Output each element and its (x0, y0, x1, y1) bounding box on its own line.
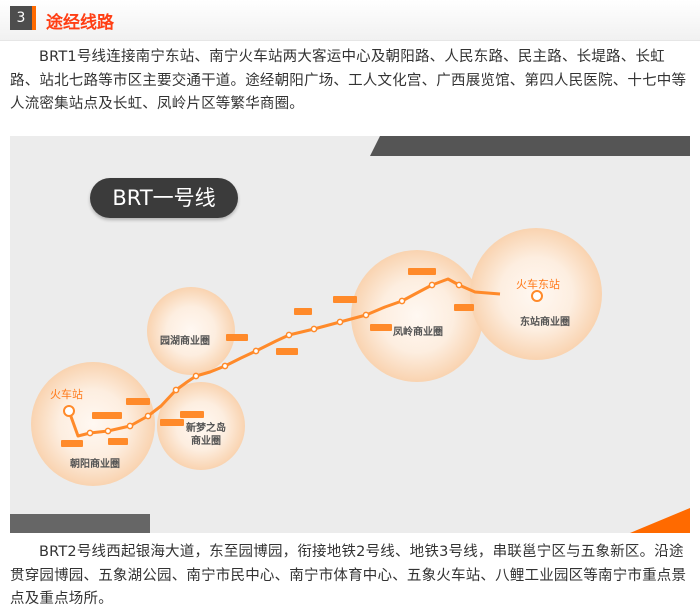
station-dot (126, 422, 134, 430)
decor-band-bottom (10, 514, 150, 533)
district-circle-yuanhu (147, 287, 235, 375)
station-dot (398, 297, 406, 305)
station-tag (126, 398, 150, 405)
station-dot (252, 347, 260, 355)
start-station-marker (63, 405, 75, 417)
section-title: 途经线路 (46, 13, 114, 33)
station-tag (294, 308, 312, 315)
station-dot (86, 429, 94, 437)
section-header: 3 途经线路 (0, 0, 700, 41)
station-tag (370, 324, 392, 331)
district-label-xinmeng: 新梦之岛商业圈 (186, 423, 226, 447)
district-circle-chaoyang (31, 362, 155, 486)
station-dot (144, 412, 152, 420)
station-dot (285, 331, 293, 339)
station-tag (180, 411, 204, 418)
station-tag (226, 334, 248, 341)
district-circle-fengling (351, 250, 483, 382)
station-dot (310, 325, 318, 333)
station-dot (221, 362, 229, 370)
station-tag (92, 412, 122, 419)
station-tag (61, 440, 83, 447)
station-tag (408, 268, 436, 275)
station-tag (454, 304, 474, 311)
district-label-yuanhu: 园湖商业圈 (160, 336, 210, 347)
station-dot (455, 281, 463, 289)
station-tag (333, 296, 357, 303)
station-dots (86, 281, 463, 437)
decor-corner-accent (630, 508, 690, 533)
station-dot (104, 427, 112, 435)
route-map-graphic (10, 136, 690, 533)
station-dot (172, 386, 180, 394)
station-dot (336, 318, 344, 326)
brt-route-map: BRT一号线 火车站 火车东站 园湖商业圈 新梦之岛商业圈 朝阳商业圈 凤岭商业… (10, 136, 690, 533)
start-station-label: 火车站 (50, 388, 83, 401)
station-tag (108, 438, 128, 445)
section-number: 3 (10, 6, 36, 30)
district-circle-xinmeng (157, 382, 245, 470)
station-dot (428, 281, 436, 289)
end-station-label: 火车东站 (516, 278, 560, 291)
route-description-brt1: BRT1号线连接南宁东站、南宁火车站两大客运中心及朝阳路、人民东路、民主路、长堤… (10, 49, 687, 112)
district-label-dongzhan: 东站商业圈 (520, 317, 570, 328)
district-label-fengling: 凤岭商业圈 (393, 327, 443, 338)
end-station-marker (531, 290, 543, 302)
station-tag (276, 348, 298, 355)
decor-band-top (370, 136, 690, 156)
station-dot (192, 372, 200, 380)
district-label-chaoyang: 朝阳商业圈 (70, 459, 120, 470)
station-tag (160, 419, 184, 426)
line-name-badge: BRT一号线 (90, 178, 238, 218)
station-dot (362, 311, 370, 319)
route-description-brt2: BRT2号线西起银海大道，东至园博园，衔接地铁2号线、地铁3号线，串联邕宁区与五… (10, 544, 687, 607)
